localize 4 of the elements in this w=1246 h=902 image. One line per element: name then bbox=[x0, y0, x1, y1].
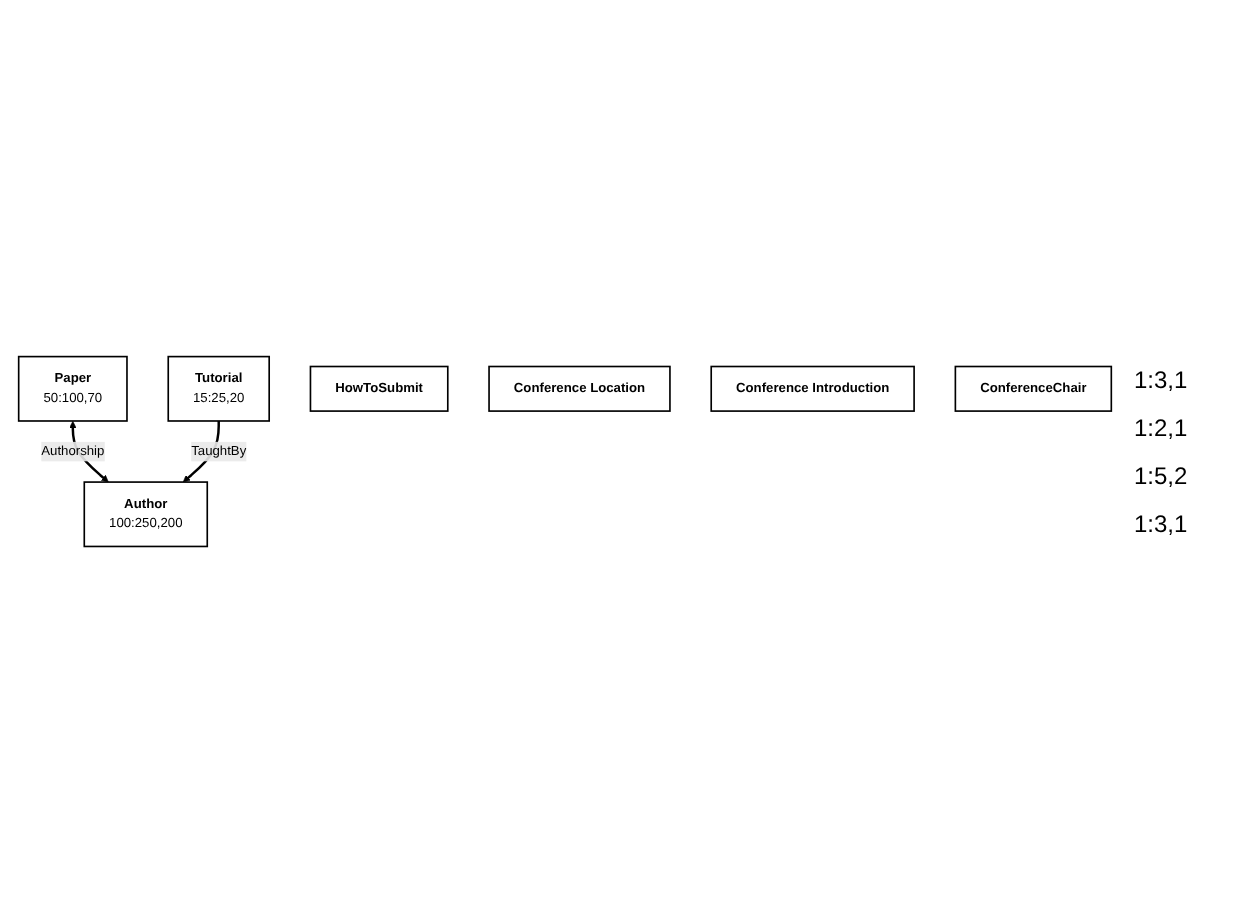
cardinality-label: 1:3,1 bbox=[1134, 365, 1190, 393]
cardinality-label: 1:5,2 bbox=[1134, 461, 1190, 489]
cardinality-label: 1:2,1 bbox=[1134, 413, 1190, 441]
cardinality-label: 1:3,1 bbox=[1134, 509, 1190, 537]
